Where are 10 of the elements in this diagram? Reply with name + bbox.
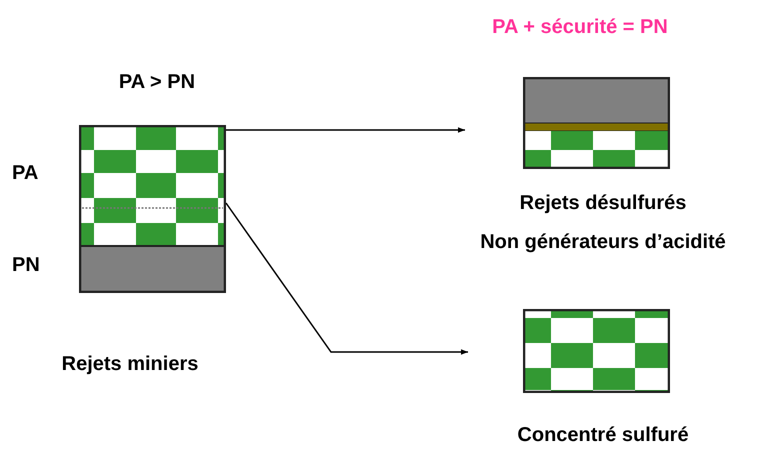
layer-label: PN [12,254,40,277]
block-caption: Rejets désulfurés [520,192,686,215]
arrow [226,127,465,133]
comparison-label: PA > PN [118,71,196,94]
arrow [225,202,468,355]
block-caption: Rejets miniers [62,353,198,376]
layer-label: PA [12,162,38,185]
equation-label: PA + sécurité = PN [492,16,668,39]
block-caption: Non générateurs d’acidité [480,231,726,254]
block-caption: Concentré sulfuré [517,424,689,447]
